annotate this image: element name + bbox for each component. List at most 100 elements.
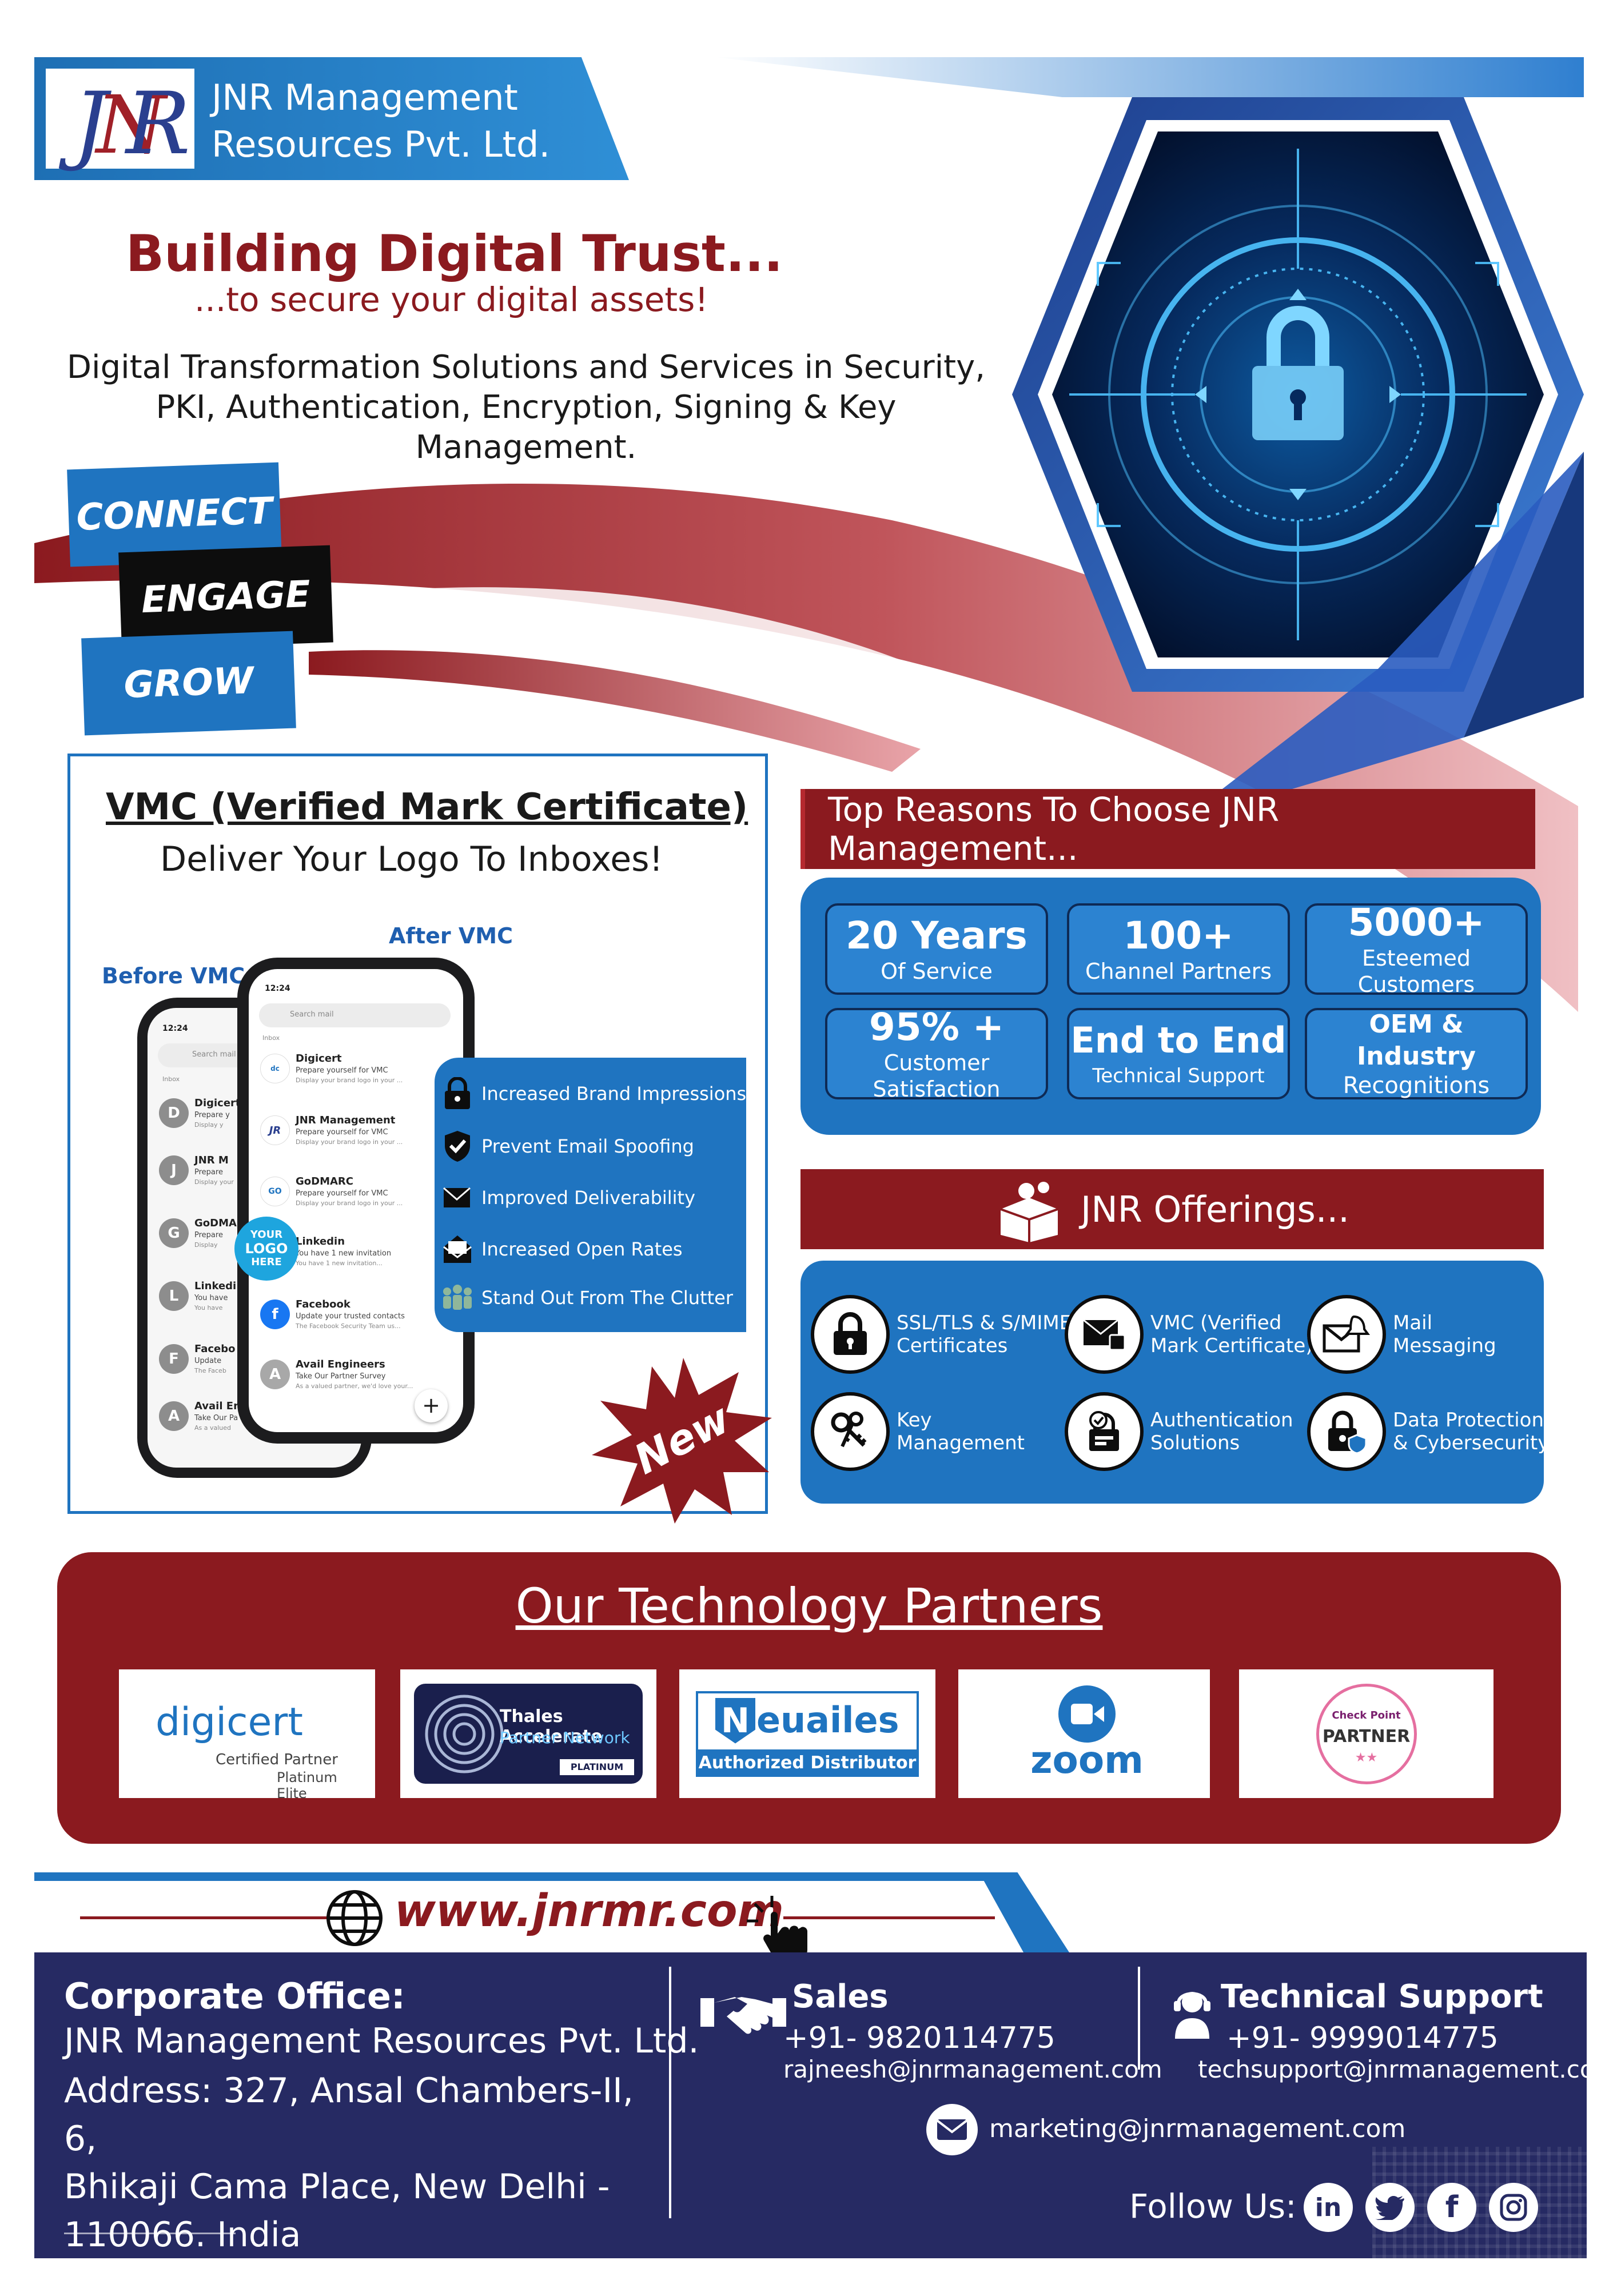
- open-envelope-icon: [440, 1232, 475, 1266]
- globe-icon: [326, 1890, 383, 1946]
- description-line2: PKI, Authentication, Encryption, Signing…: [156, 389, 897, 466]
- stat-channel-partners: 100+Channel Partners: [1067, 903, 1290, 995]
- benefit-item: Stand Out From The Clutter: [440, 1278, 760, 1318]
- technical-support-title: Technical Support: [1221, 1978, 1543, 2015]
- support-headset-icon: [1174, 1992, 1210, 2039]
- your-logo-here-badge: YOUR LOGO HERE: [234, 1217, 298, 1281]
- handshake-icon: [700, 1997, 786, 2034]
- phone-time: 12:24: [265, 984, 290, 993]
- instagram-icon[interactable]: [1489, 2183, 1538, 2232]
- new-badge: New: [592, 1358, 772, 1524]
- inbox-label: Inbox: [262, 1034, 280, 1042]
- stat-customers: 5000+Esteemed Customers: [1305, 900, 1528, 997]
- envelope-icon: [926, 2104, 978, 2155]
- description-line1: Digital Transformation Solutions and Ser…: [66, 349, 986, 386]
- authentication-icon: [1065, 1392, 1144, 1471]
- divider: [783, 1916, 995, 1919]
- facebook-logo-icon: f: [260, 1300, 290, 1329]
- jnr-logo-icon: JR: [260, 1115, 290, 1145]
- partner-logo-digicert: digicert Certified Partner Platinum Elit…: [119, 1669, 375, 1801]
- sales-email-link[interactable]: rajneesh@jnrmanagement.com: [783, 2055, 1162, 2083]
- compose-plus-icon: +: [415, 1389, 448, 1422]
- crowd-icon: [440, 1281, 475, 1315]
- partner-logo-neuailes: N euailes Authorized Distributor: [679, 1669, 935, 1798]
- subheadline: ...to secure your digital assets!: [194, 280, 708, 319]
- godmarc-logo-icon: GO: [260, 1177, 290, 1206]
- mail-certificate-icon: [1065, 1295, 1144, 1374]
- padlock-icon: [811, 1295, 890, 1374]
- security-lock-hexagon-image: [1012, 97, 1584, 823]
- divider: [80, 1916, 349, 1919]
- zoom-camera-icon: [1058, 1685, 1116, 1743]
- technical-support-email-link[interactable]: techsupport@jnrmanagement.com: [1198, 2055, 1618, 2083]
- offering-data-protection: Data Protection& Cybersecurity: [1307, 1392, 1549, 1471]
- avatar: A: [260, 1360, 290, 1389]
- keys-icon: [811, 1392, 890, 1471]
- shield-check-icon: [440, 1129, 475, 1163]
- twitter-icon[interactable]: [1365, 2183, 1415, 2232]
- hand-pointer-icon: [747, 1896, 807, 1964]
- partner-logo-checkpoint: Check Point PARTNER ★★: [1239, 1669, 1493, 1798]
- offerings-header: JNR Offerings...: [800, 1169, 1544, 1249]
- top-reasons-header: Top Reasons To Choose JNR Management...: [800, 789, 1535, 869]
- after-vmc-label: After VMC: [389, 923, 513, 948]
- technology-partners-title: Our Technology Partners: [515, 1578, 1103, 1634]
- partner-logo-zoom: zoom: [958, 1669, 1210, 1798]
- envelope-bell-icon: [1307, 1295, 1386, 1374]
- company-name-line2: Resources Pvt. Ltd.: [212, 123, 551, 165]
- vmc-title: VMC (Verified Mark Certificate): [106, 786, 748, 828]
- gift-box-gears-icon: [995, 1175, 1064, 1243]
- follow-us-label: Follow Us:: [1129, 2187, 1297, 2226]
- stat-customer-satisfaction: 95% +Customer Satisfaction: [825, 1005, 1048, 1102]
- benefit-item: Increased Brand Impressions: [440, 1074, 760, 1114]
- benefit-item: Increased Open Rates: [440, 1229, 760, 1269]
- corporate-office-title: Corporate Office:: [64, 1975, 405, 2017]
- vmc-tagline: Deliver Your Logo To Inboxes!: [160, 839, 663, 879]
- sales-title: Sales: [792, 1978, 889, 2015]
- fingerprint-icon: [425, 1695, 504, 1773]
- tag-grow: GROW: [81, 631, 296, 736]
- corporate-office-name: JNR Management Resources Pvt. Ltd.: [64, 2021, 699, 2061]
- lock-icon: [440, 1077, 475, 1111]
- before-vmc-label: Before VMC: [102, 963, 245, 988]
- inbox-label: Inbox: [162, 1075, 180, 1083]
- linkedin-icon[interactable]: in: [1304, 2183, 1353, 2232]
- facebook-icon[interactable]: f: [1427, 2183, 1476, 2232]
- divider: [1138, 1967, 1140, 2070]
- phone-time: 12:24: [162, 1024, 188, 1033]
- sales-phone: +91- 9820114775: [783, 2021, 1056, 2055]
- divider: [64, 2233, 236, 2234]
- offerings-panel: [800, 1261, 1544, 1504]
- description: Digital Transformation Solutions and Ser…: [46, 348, 1006, 468]
- website-link[interactable]: www.jnrmr.com: [395, 1886, 784, 1937]
- technical-support-phone: +91- 9999014775: [1226, 2021, 1499, 2055]
- vmc-benefits-panel: [435, 1058, 746, 1332]
- digicert-logo-icon: dc: [260, 1054, 290, 1083]
- partner-logo-thales: Thales Accelerate Partner Network PLATIN…: [400, 1669, 656, 1798]
- marketing-email-link[interactable]: marketing@jnrmanagement.com: [989, 2114, 1406, 2143]
- mail-send-icon: [440, 1181, 475, 1215]
- benefit-item: Improved Deliverability: [440, 1178, 760, 1218]
- divider: [669, 1967, 671, 2218]
- top-swoosh-decoration: [715, 57, 1584, 97]
- search-mail-input: Search mail: [259, 1003, 451, 1027]
- corporate-office-address: Address: 327, Ansal Chambers-II, 6, Bhik…: [64, 2071, 634, 2255]
